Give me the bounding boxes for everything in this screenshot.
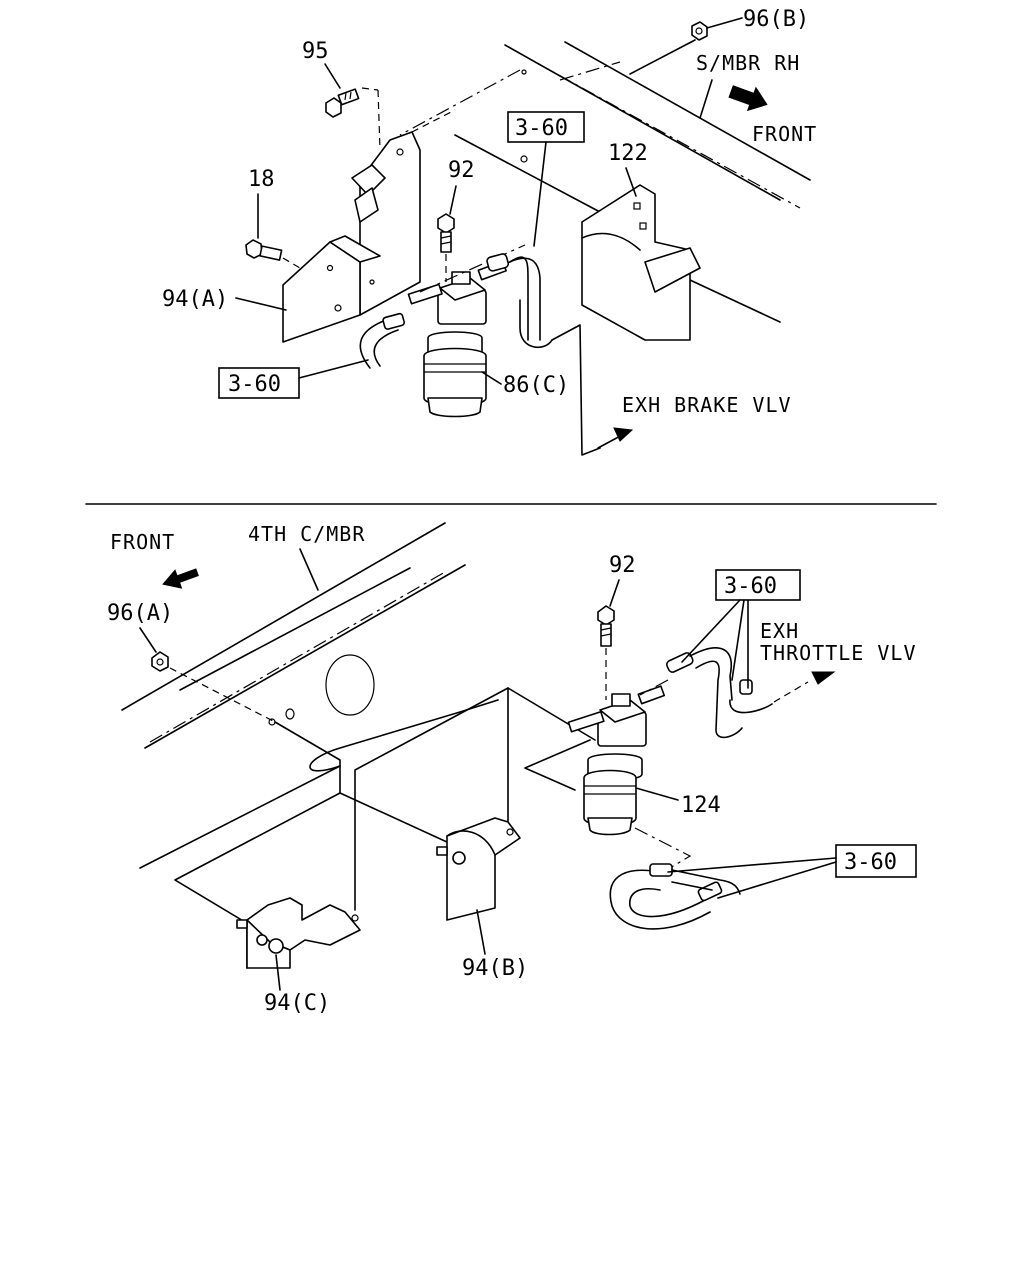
- nut-96a: [151, 651, 169, 672]
- ref-label-top-lower: 3-60: [228, 372, 281, 397]
- ref-label-top-upper: 3-60: [515, 116, 568, 141]
- ref-box-bottom-upper[interactable]: [715, 569, 801, 601]
- callout-96b: 96(B): [743, 7, 809, 32]
- exh-throttle-arrow-icon: [811, 671, 836, 685]
- caption-smbr-rh: S/MBR RH: [696, 51, 800, 75]
- leader-94b: [476, 909, 486, 955]
- side-member-frame: [399, 41, 811, 323]
- callout-94c: 94(C): [264, 991, 330, 1016]
- callout-124: 124: [681, 793, 721, 818]
- ref-box-top-upper[interactable]: [507, 111, 585, 143]
- bracket-94b: [436, 817, 521, 921]
- caption-4th-cmbr: 4TH C/MBR: [248, 522, 365, 546]
- ref-leader-top-upper: [533, 141, 547, 247]
- smbr-leader: [699, 79, 713, 119]
- ref-label-bottom-lower: 3-60: [844, 850, 897, 875]
- top-view: 96(B) S/MBR RH FRONT 95 9: [162, 7, 817, 456]
- leader-92-top: [449, 185, 457, 215]
- bolt-18: [245, 239, 283, 261]
- cross-member-frame: [121, 522, 499, 869]
- callout-95: 95: [302, 39, 329, 64]
- ref-leader-top-lower: [298, 359, 369, 379]
- solenoid-valve-86c: [407, 260, 507, 418]
- hose-lower-loop: [609, 863, 741, 930]
- leader-86c: [481, 371, 502, 385]
- front-arrow-top-icon: [728, 85, 768, 112]
- leader-122: [625, 167, 637, 197]
- ref-box-bottom-lower[interactable]: [835, 844, 917, 878]
- caption-front-bottom: FRONT: [110, 530, 175, 554]
- leader-95: [324, 63, 341, 89]
- exh-brake-line: [551, 324, 601, 456]
- callout-18: 18: [248, 167, 275, 192]
- solenoid-valve-124: [567, 685, 666, 836]
- exh-brake-arrow-icon: [613, 427, 634, 442]
- caption-exh-line1: EXH: [760, 619, 799, 643]
- callout-92-bottom: 92: [609, 553, 636, 578]
- bolt-95: [325, 88, 360, 118]
- bracket-94a: [282, 131, 421, 343]
- leader-96a: [139, 627, 157, 653]
- bracket-94c: [236, 897, 361, 969]
- caption-exh-brake: EXH BRAKE VLV: [622, 393, 792, 417]
- hose-top-right: [486, 253, 553, 349]
- callout-94b: 94(B): [462, 956, 528, 981]
- bottom-view: FRONT 4TH C/MBR 96(A): [107, 522, 917, 1016]
- bolt-92-bottom: [597, 605, 615, 647]
- bracket-122: [581, 184, 701, 341]
- cmbr-leader: [299, 548, 319, 591]
- hose-top-left: [359, 312, 405, 369]
- callout-122: 122: [608, 141, 648, 166]
- caption-exh-line2: THROTTLE VLV: [760, 641, 917, 665]
- callout-96a: 96(A): [107, 601, 173, 626]
- callout-92-top: 92: [448, 158, 475, 183]
- callout-94a: 94(A): [162, 287, 228, 312]
- ref-label-bottom-upper: 3-60: [724, 574, 777, 599]
- leader-94a: [235, 297, 287, 311]
- callout-86c: 86(C): [503, 373, 569, 398]
- caption-front-top: FRONT: [752, 122, 817, 146]
- leader-94c: [275, 954, 281, 991]
- leader-92-bottom: [609, 579, 620, 607]
- leader-124: [635, 787, 679, 801]
- front-arrow-bottom-icon: [162, 568, 199, 589]
- nut-96b: [629, 17, 743, 75]
- bolt-92-top: [437, 213, 455, 253]
- ref-box-top-lower[interactable]: [218, 367, 300, 399]
